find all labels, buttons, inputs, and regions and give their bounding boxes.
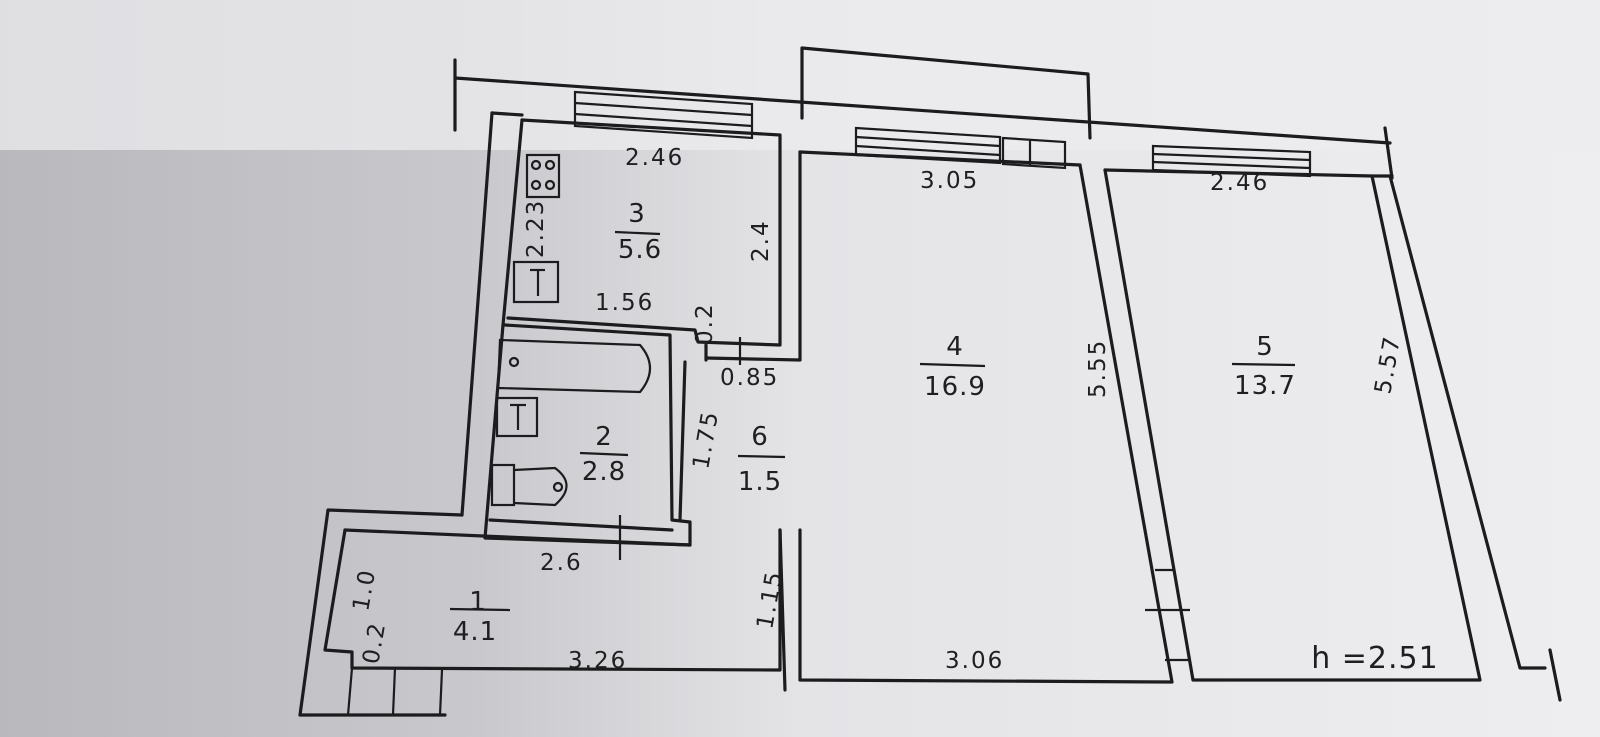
room-4-label: 4 16.9 (919, 332, 986, 402)
dim-kitchen-offset: 0.2 (692, 302, 718, 345)
window-room-5 (1151, 144, 1312, 178)
dim-room5-top: 2.46 (1210, 170, 1269, 196)
bathroom-walls (483, 323, 692, 547)
toilet-icon (490, 463, 568, 507)
room-number: 1 (469, 587, 487, 617)
bath-sink-icon (495, 396, 539, 438)
stove-icon (525, 153, 561, 199)
dim-room4-side: 5.55 (1085, 339, 1111, 398)
kitchen-sink-icon (512, 260, 560, 304)
dim-kitchen-bottom: 1.56 (595, 290, 654, 316)
room-3-label: 3 5.6 (614, 199, 662, 265)
room-area: 13.7 (1234, 371, 1296, 401)
room-area: 5.6 (618, 235, 662, 265)
outer-top-wall (453, 76, 1392, 145)
ceiling-height: h =2.51 (1311, 641, 1438, 676)
dim-kitchen-left: 2.23 (523, 199, 549, 258)
room-number: 3 (628, 199, 646, 229)
dim-corridor-width: 0.85 (720, 365, 779, 391)
room-2-label: 2 2.8 (579, 422, 629, 487)
room-area: 2.8 (582, 457, 626, 487)
dim-hall-bottom: 3.26 (568, 648, 627, 674)
room-number: 6 (751, 422, 769, 452)
room-5-label: 5 13.7 (1231, 332, 1296, 401)
walls (298, 46, 1562, 717)
window-kitchen (573, 90, 754, 140)
dim-kitchen-top: 2.46 (625, 145, 684, 171)
balcony (800, 46, 1092, 140)
room-number: 4 (946, 332, 964, 362)
room-1-label: 1 4.1 (449, 587, 511, 647)
dim-bath-bottom: 2.6 (540, 550, 583, 576)
room-number: 5 (1256, 332, 1274, 362)
room-area: 4.1 (453, 617, 497, 647)
room-4-walls (798, 163, 1174, 684)
room-area: 16.9 (924, 372, 986, 402)
bathtub-icon (496, 338, 652, 394)
hall-walls (298, 508, 464, 717)
outer-left-wall (460, 111, 494, 517)
dim-room4-bottom: 3.06 (945, 648, 1004, 674)
room-area: 1.5 (738, 467, 782, 497)
room-6-label: 6 1.5 (738, 422, 786, 497)
dim-kitchen-right: 2.4 (748, 219, 774, 262)
window-room-4 (854, 126, 1002, 165)
dim-room4-top: 3.05 (920, 168, 979, 194)
balcony-door (1001, 136, 1067, 170)
room-number: 2 (595, 422, 613, 452)
paper-top-light (0, 0, 1600, 150)
